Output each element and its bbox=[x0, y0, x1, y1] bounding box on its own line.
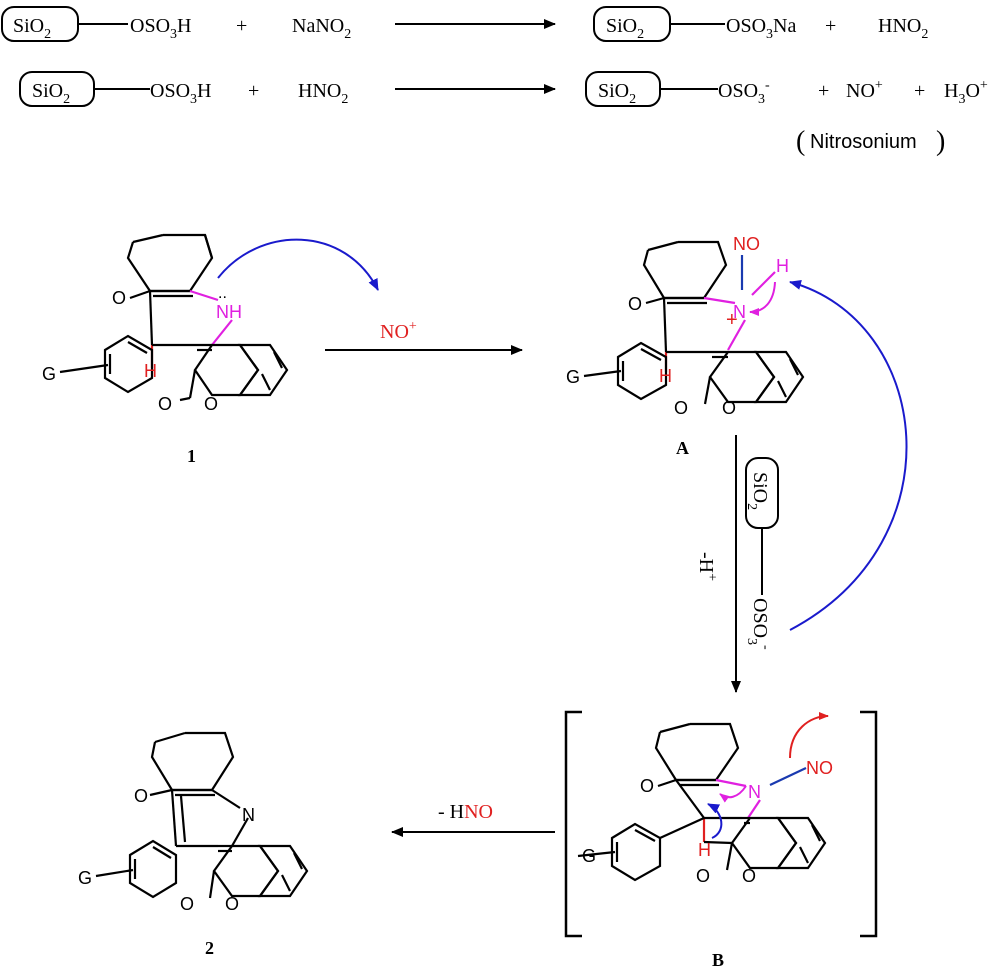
proton-transfer-arrow bbox=[749, 281, 776, 316]
elimination-label: - HNO bbox=[438, 801, 493, 823]
compound-A bbox=[583, 240, 805, 405]
atom-label: O bbox=[722, 398, 736, 418]
positive-charge: + bbox=[726, 309, 738, 331]
bond-shift-arrow bbox=[719, 785, 747, 803]
nitrous-acid: HNO2 bbox=[298, 80, 348, 107]
sulfonate-anion-group: OSO3- bbox=[744, 598, 773, 650]
atom-label: O bbox=[640, 776, 654, 796]
hydronium-ion: H3O+ bbox=[944, 78, 988, 107]
atom-label: O bbox=[112, 288, 126, 308]
nitrosonium-note: Nitrosonium bbox=[810, 131, 917, 153]
atom-label: H bbox=[659, 366, 672, 386]
nitrous-acid: HNO2 bbox=[878, 15, 928, 42]
atom-label: O bbox=[134, 786, 148, 806]
atom-label: O bbox=[158, 394, 172, 414]
atom-label: NH bbox=[216, 302, 242, 322]
plus-sign: + bbox=[818, 80, 829, 102]
nitroso-departure-arrow bbox=[789, 712, 829, 759]
silica-support-label: SiO2 bbox=[606, 15, 644, 42]
atom-label: O bbox=[742, 866, 756, 886]
atom-label: O bbox=[180, 894, 194, 914]
plus-sign: + bbox=[914, 80, 925, 102]
plus-sign: + bbox=[825, 15, 836, 37]
atom-label: G bbox=[78, 868, 92, 888]
sulfonic-acid-group: OSO3H bbox=[150, 80, 211, 107]
nitrosonium-reagent: NO+ bbox=[380, 319, 417, 343]
atom-label: G bbox=[582, 846, 596, 866]
nitrosonium-note-open-paren: ( bbox=[796, 126, 805, 157]
right-bracket bbox=[860, 710, 878, 938]
sodium-nitrite: NaNO2 bbox=[292, 15, 351, 42]
compound-A-label: A bbox=[676, 438, 689, 458]
compound-1 bbox=[59, 233, 289, 402]
nitroso-group: NO bbox=[806, 758, 833, 778]
equation-1: SiO2 OSO3H + NaNO2 SiO2 OSO3Na + HNO2 bbox=[1, 6, 928, 42]
sulfonic-acid-group: OSO3H bbox=[130, 15, 191, 42]
compound-2-atoms: O N G O O bbox=[78, 786, 255, 914]
atom-label: N bbox=[242, 805, 255, 825]
atom-label: O bbox=[674, 398, 688, 418]
atom-label: N bbox=[748, 782, 761, 802]
deprotonation-label: -H+ bbox=[695, 552, 719, 581]
silica-support-label: SiO2 bbox=[598, 80, 636, 107]
plus-sign: + bbox=[248, 80, 259, 102]
atom-label: O bbox=[696, 866, 710, 886]
silica-support-label: SiO2 bbox=[32, 80, 70, 107]
compound-2 bbox=[95, 731, 309, 899]
compound-B-atoms: O N NO H G O O bbox=[582, 758, 833, 886]
atom-label: H bbox=[776, 256, 789, 276]
compound-2-label: 2 bbox=[205, 938, 214, 958]
compound-B-label: B bbox=[712, 950, 724, 969]
plus-sign: + bbox=[236, 15, 247, 37]
atom-label: O bbox=[225, 894, 239, 914]
nitrosonium-ion: NO+ bbox=[846, 78, 883, 102]
silica-support-label: SiO2 bbox=[13, 15, 51, 42]
compound-1-atoms: O NH .. H G O O bbox=[42, 285, 242, 414]
deprotonation-arrow bbox=[789, 280, 908, 631]
atom-label: H bbox=[698, 840, 711, 860]
sodium-sulfonate-group: OSO3Na bbox=[726, 15, 796, 42]
nitrosonium-note-close-paren: ) bbox=[936, 126, 945, 157]
atom-label: N bbox=[733, 302, 746, 322]
nitroso-group: NO bbox=[733, 234, 760, 254]
atom-label: O bbox=[204, 394, 218, 414]
lone-pair: .. bbox=[218, 285, 227, 302]
atom-label: O bbox=[628, 294, 642, 314]
ch-bond-arrow bbox=[707, 803, 723, 839]
electron-push-arrow bbox=[217, 238, 379, 291]
atom-label: H bbox=[144, 361, 157, 381]
left-bracket bbox=[564, 710, 582, 938]
atom-label: G bbox=[566, 367, 580, 387]
equation-2: SiO2 OSO3H + HNO2 SiO2 OSO3- + NO+ + H3O… bbox=[19, 71, 988, 157]
silica-support-label: SiO2 bbox=[744, 472, 771, 510]
compound-B bbox=[577, 722, 827, 882]
compound-A-atoms: O N + NO H H G O O bbox=[566, 234, 789, 418]
sulfonate-anion-group: OSO3- bbox=[718, 78, 770, 107]
compound-1-label: 1 bbox=[187, 446, 196, 466]
atom-label: G bbox=[42, 364, 56, 384]
